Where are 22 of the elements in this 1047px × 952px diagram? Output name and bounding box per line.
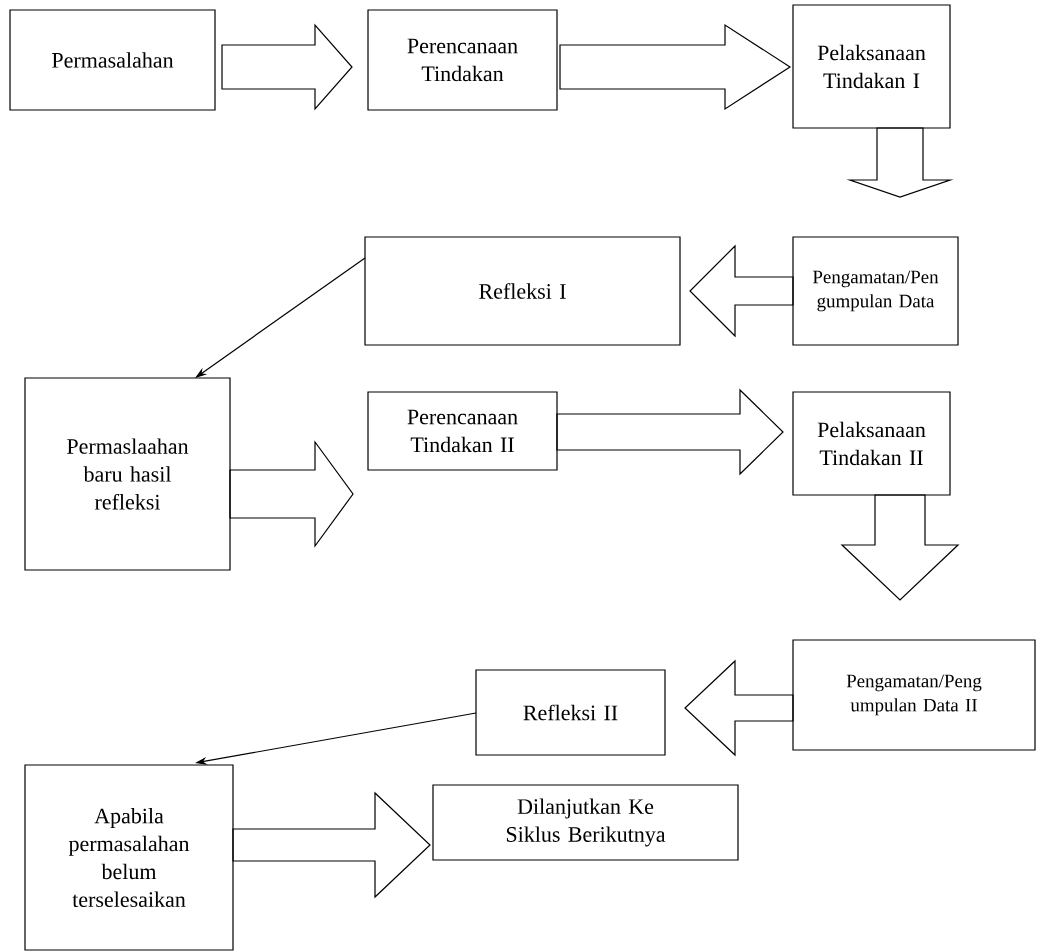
process-box: Pelaksanaan Tindakan II bbox=[792, 391, 951, 496]
process-box: Perencanaan Tindakan bbox=[367, 9, 558, 111]
block-arrow bbox=[846, 127, 954, 198]
process-box: Permasalahan bbox=[9, 9, 216, 111]
process-box: Refleksi II bbox=[475, 669, 666, 756]
block-arrow bbox=[559, 23, 792, 111]
block-arrow bbox=[556, 388, 784, 476]
process-box: Apabila permasalahan belum terselesaikan bbox=[24, 764, 234, 951]
process-box: Pengamatan/Peng umpulan Data II bbox=[792, 639, 1036, 751]
process-box: Dilanjutkan Ke Siklus Berikutnya bbox=[432, 784, 739, 861]
block-arrow bbox=[684, 659, 794, 757]
block-arrow bbox=[229, 440, 354, 548]
block-arrow bbox=[689, 244, 794, 338]
arrow bbox=[195, 257, 366, 378]
process-box: Perencanaan Tindakan II bbox=[367, 391, 558, 471]
block-arrow bbox=[840, 494, 960, 601]
block-arrow bbox=[221, 23, 353, 111]
process-box: Pengamatan/Pen gumpulan Data bbox=[792, 236, 959, 346]
process-box: Permaslaahan baru hasil refleksi bbox=[24, 377, 231, 571]
block-arrow bbox=[232, 791, 431, 899]
process-box: Refleksi I bbox=[364, 236, 681, 346]
process-box: Pelaksanaan Tindakan I bbox=[792, 4, 951, 129]
